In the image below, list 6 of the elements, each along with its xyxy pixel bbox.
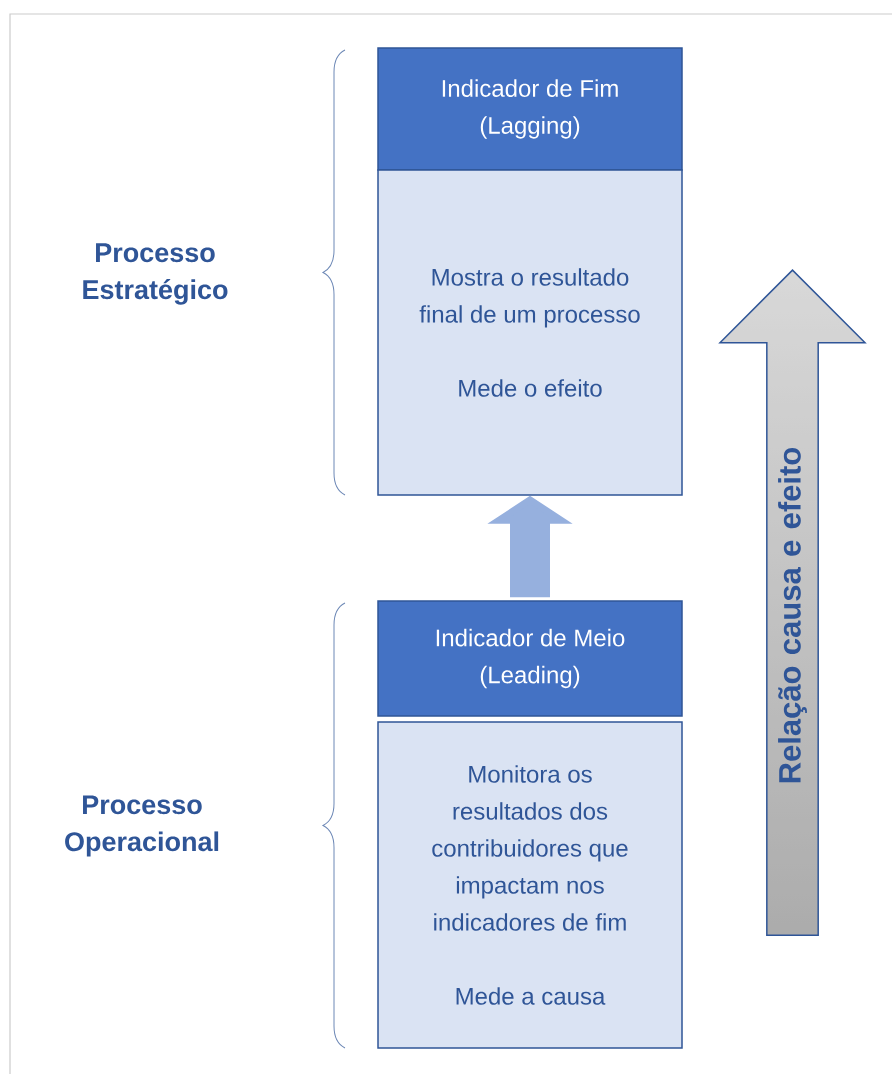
section-label: Processo Estratégico <box>83 243 228 305</box>
text-box: Monitora os resultados dos contribuidores que impactam nos indicadores de fim Mede a causa <box>377 721 683 1049</box>
section-label: Processo Operacional <box>65 795 219 857</box>
header-box: Indicador de Fim (Lagging) <box>377 47 683 171</box>
text-box: Mostra o resultado final de um processo Mede o efeito <box>377 169 683 496</box>
header-box: Indicador de Meio (Leading) <box>377 600 683 717</box>
